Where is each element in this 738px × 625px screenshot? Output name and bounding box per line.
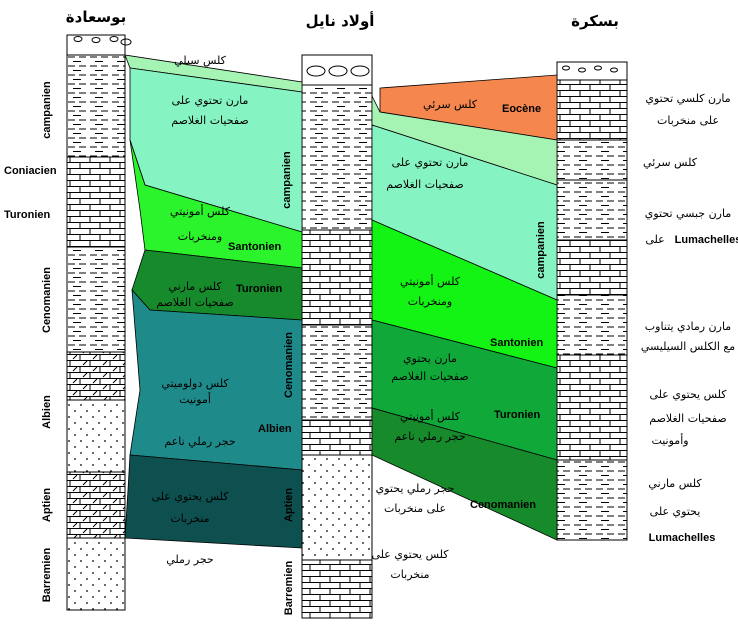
right-note-6-2: يحتوي على: [650, 505, 701, 518]
zone-label-albian-1-2: أمونيت: [179, 392, 211, 406]
header-bou-saada: بوسعادة: [66, 8, 126, 26]
pebbles-middle-icon: [306, 65, 370, 77]
right-grey-marl: [556, 294, 628, 356]
zone-label-aptian-2: منخربات: [170, 512, 209, 525]
right-note-4-2: مع الكلس السيليسي: [641, 340, 735, 353]
left-column: [66, 34, 132, 611]
left-zone-aptian: [124, 454, 303, 549]
zone-label-left-ceno-2: صفحيات الغلاصم: [156, 296, 233, 309]
stage-left-coniacien: Coniacien: [4, 165, 57, 177]
zone-label-right-ceno-2: صفحيات الغلاصم: [391, 370, 468, 383]
middle-barremian-limestone: [301, 559, 373, 619]
right-note-1-2: على منخربات: [657, 114, 719, 127]
zone-label-marl-right-1: مارن تحتوي على: [392, 156, 469, 169]
right-upper-limestone: [556, 79, 628, 141]
right-marly-limestone: [556, 459, 628, 541]
zone-label-albian-2: حجر رملي ناعم: [164, 435, 235, 448]
middle-albian-limestone: [301, 419, 373, 456]
middle-note-sand-1: حجر رملي يحتوي: [376, 482, 455, 495]
stage-middle-aptien: Aptien: [283, 488, 295, 523]
zone-label-right-turonian-2: ومنخربات: [408, 295, 452, 308]
left-cenomanian-marl: [66, 246, 126, 353]
stage-left-turonien: Turonien: [4, 209, 51, 221]
right-note-5-2: صفحيات الغلاصم: [649, 412, 726, 425]
right-marl-1: [556, 139, 628, 181]
stage-left-aptien: Aptien: [41, 488, 53, 523]
right-note-3-3: Lumachelles: [675, 234, 738, 246]
zone-label-barremian-left: حجر رملي: [166, 553, 213, 566]
right-correlation-zones: [371, 74, 558, 541]
middle-column: [301, 54, 373, 619]
right-note-3-2: على: [645, 233, 664, 246]
zone-label-left-top: كلس سيلي: [174, 54, 227, 67]
stage-right-campanien: campanien: [535, 221, 547, 279]
zone-label-right-turonian-1: كلس أمونيتي: [400, 274, 461, 288]
middle-turonian-limestone: [301, 229, 373, 326]
zone-label-right-albian-2: حجر رملي ناعم: [394, 430, 465, 443]
stage-right-eocene: Eocène: [502, 103, 541, 115]
middle-note-calc-2: منخربات: [390, 568, 429, 581]
right-zone-cenomanian: [371, 407, 558, 541]
header-ouled-nail: أولاد نايل: [306, 11, 375, 30]
stage-left-cenomanien: Cenomanien: [41, 267, 53, 333]
right-column: [556, 61, 628, 541]
right-note-1-1: مارن كلسي تحتوي: [645, 92, 730, 105]
right-marl-2: [556, 179, 628, 241]
right-limestone-2: [556, 239, 628, 296]
left-albian-dolomite: [66, 351, 126, 401]
zone-descriptions: كلس سيلي مارن تحتوي على صفحيات الغلاصم ك…: [151, 54, 477, 566]
zone-label-left-ceno-1: كلس مارني: [168, 280, 222, 293]
right-notes: مارن كلسي تحتوي على منخربات كلس سرئي مار…: [641, 92, 738, 544]
middle-top-pebbles: [301, 54, 373, 86]
right-note-5-3: وأمونيت: [651, 433, 688, 447]
stage-middle-barremien: Barremien: [283, 561, 295, 616]
left-campanian-marl: [66, 54, 126, 158]
middle-cenomanian-marl: [301, 324, 373, 421]
zone-label-right-ceno-1: مارن يحتوي: [403, 352, 457, 365]
zone-label-right-albian-1: كلس أمونيتي: [400, 409, 461, 423]
right-note-4-1: مارن رمادي يتناوب: [645, 320, 732, 333]
stage-middle-campanien: campanien: [281, 151, 293, 209]
middle-campanian-marl: [301, 84, 373, 231]
stage-middle-albien: Albien: [258, 423, 292, 435]
header-biskra: بسكرة: [571, 12, 619, 30]
stage-left-barremien: Barremien: [41, 548, 53, 603]
right-note-6-1: كلس مارني: [648, 477, 702, 490]
zone-label-left-turonian-1: كلس أمونيتي: [170, 204, 231, 218]
zone-label-albian-1-1: كلس دولوميتي: [161, 377, 229, 390]
zone-label-marl-left-2: صفحيات الغلاصم: [171, 114, 248, 127]
stage-right-santonien: Santonien: [490, 337, 543, 349]
middle-aptian-sandstone: [301, 454, 373, 561]
left-coniacian-turonian-limestone: [66, 156, 126, 248]
right-note-5-1: كلس يحتوي على: [649, 388, 727, 401]
left-albian-sandstone: [66, 399, 126, 473]
stage-left-albien: Albien: [41, 395, 53, 429]
stage-middle-santonien: Santonien: [228, 241, 281, 253]
right-zone-marl-band: [371, 95, 558, 186]
right-limestone-3: [556, 354, 628, 461]
right-note-2: كلس سرئي: [643, 156, 698, 169]
pebbles-left-icon: [73, 36, 132, 46]
right-note-3-1: مارن جبسي تحتوي: [645, 207, 732, 220]
zone-label-marl-right-2: صفحيات الغلاصم: [386, 178, 463, 191]
left-aptian-limestone: [66, 471, 126, 539]
middle-note-calc-1: كلس يحتوي على: [371, 548, 449, 561]
stage-right-turonien: Turonien: [494, 409, 541, 421]
middle-notes: حجر رملي يحتوي على منخربات كلس يحتوي على…: [371, 482, 454, 581]
stage-left-campanien: campanien: [41, 81, 53, 139]
zone-label-marl-left-1: مارن تحتوي على: [172, 94, 249, 107]
zone-label-eocene-calc: كلس سرئي: [423, 98, 478, 111]
left-barremian-sandstone: [66, 537, 126, 611]
middle-note-sand-2: على منخربات: [384, 502, 446, 515]
pebbles-right-icon: [562, 65, 618, 73]
zone-label-left-turonian-2: ومنخربات: [178, 230, 222, 243]
zone-label-aptian-1: كلس يحتوي على: [151, 490, 229, 503]
right-note-6-3: Lumachelles: [649, 532, 716, 544]
stage-right-cenomanien: Cenomanien: [470, 499, 536, 511]
stage-middle-cenomanien: Cenomanien: [283, 332, 295, 398]
left-correlation-zones: [124, 54, 303, 549]
stage-middle-turonien: Turonien: [236, 283, 283, 295]
